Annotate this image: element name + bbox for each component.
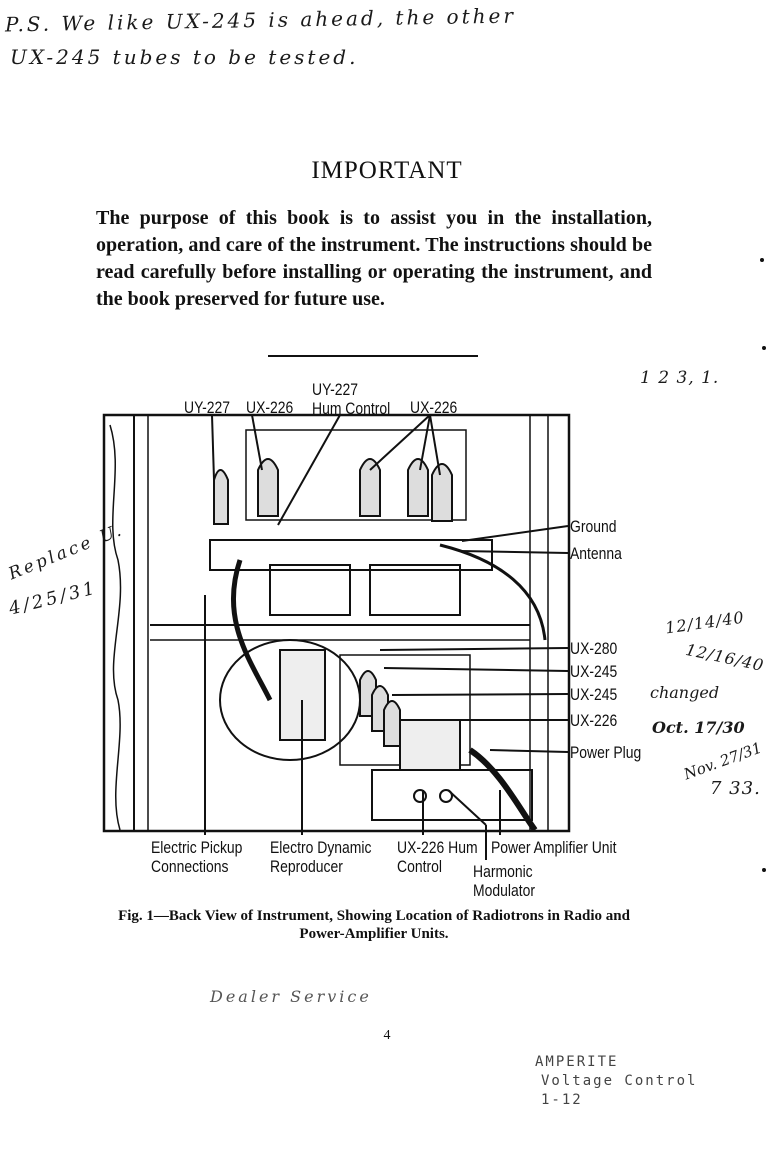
label-electro-dynamic: Electro Dynamic Reproducer xyxy=(270,838,372,876)
stamp-text: AMPERITE Voltage Control 1-12 xyxy=(535,1053,697,1110)
handwritten-note-right: 1 2 3, 1. xyxy=(640,368,720,388)
label-harmonic-modulator: Harmonic Modulator xyxy=(473,862,535,900)
margin-dot xyxy=(760,258,764,262)
margin-dot xyxy=(762,346,766,350)
label-ux226-amp: UX-226 xyxy=(570,711,618,730)
label-antenna: Antenna xyxy=(570,544,622,563)
divider-rule xyxy=(268,355,478,357)
margin-dot xyxy=(762,868,766,872)
label-uy227: UY-227 xyxy=(184,398,230,417)
handwritten-bottom-scrawl: Dealer Service xyxy=(210,987,372,1006)
label-electric-pickup: Electric Pickup Connections xyxy=(151,838,243,876)
label-ux245-b: UX-245 xyxy=(570,685,618,704)
label-ux226-right: UX-226 xyxy=(410,398,458,417)
label-ground: Ground xyxy=(570,517,617,536)
handwritten-year: 7 33. xyxy=(710,778,761,799)
label-ux226-left: UX-226 xyxy=(246,398,294,417)
handwritten-note-top-2: UX-245 tubes to be tested. xyxy=(10,45,359,69)
stamp-line-3: 1-12 xyxy=(541,1092,583,1108)
handwritten-word-changed: changed xyxy=(650,683,720,702)
label-power-plug: Power Plug xyxy=(570,743,642,762)
label-ux226-hum: UX-226 Hum Control xyxy=(397,838,478,876)
label-ux280: UX-280 xyxy=(570,639,618,658)
page-title: IMPORTANT xyxy=(311,157,463,184)
label-uy227-hum-control: UY-227 Hum Control xyxy=(312,380,391,418)
label-ux245-a: UX-245 xyxy=(570,662,618,681)
handwritten-date-right-3: Oct. 17/30 xyxy=(652,718,745,737)
intro-paragraph: The purpose of this book is to assist yo… xyxy=(96,207,652,310)
stamp-line-2: Voltage Control xyxy=(541,1073,698,1089)
label-power-amplifier-unit: Power Amplifier Unit xyxy=(491,838,617,857)
figure-caption: Fig. 1—Back View of Instrument, Showing … xyxy=(118,908,630,942)
page-number: 4 xyxy=(383,1028,391,1043)
stamp-line-1: AMPERITE xyxy=(535,1054,619,1070)
